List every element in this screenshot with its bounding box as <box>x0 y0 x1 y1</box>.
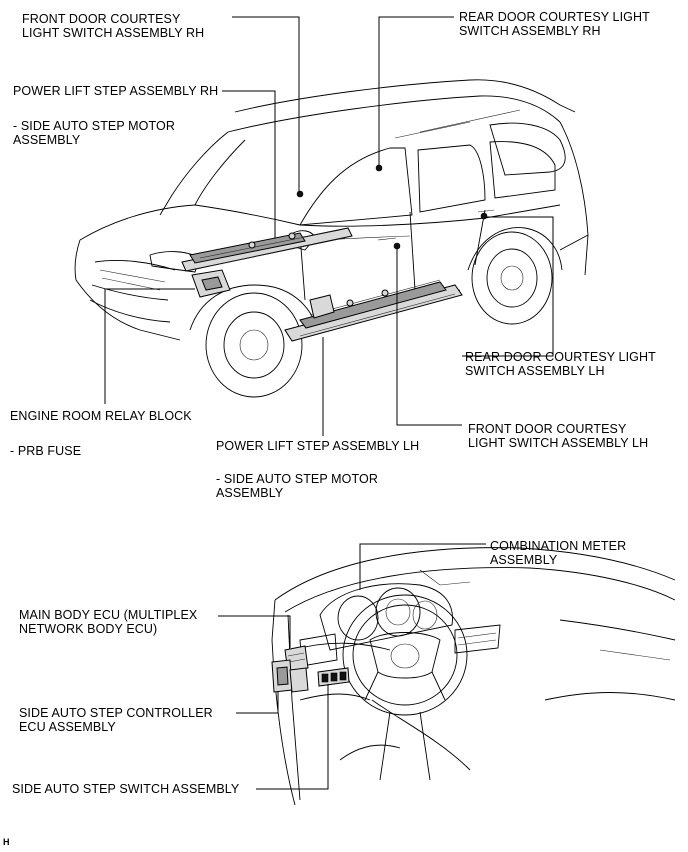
power-lift-step-rh-label: POWER LIFT STEP ASSEMBLY RH <box>13 84 219 98</box>
leader-lines-bottom <box>218 543 486 790</box>
rear-door-courtesy-switch-rh-label: REAR DOOR COURTESY LIGHT SWITCH ASSEMBLY… <box>459 10 650 38</box>
leader-lines-top <box>104 16 554 436</box>
power-lift-step-lh-drawing <box>284 279 463 342</box>
side-auto-step-motor-lh-label: - SIDE AUTO STEP MOTOR ASSEMBLY <box>216 472 378 500</box>
side-auto-step-switch-label: SIDE AUTO STEP SWITCH ASSEMBLY <box>12 782 240 796</box>
power-lift-step-lh-label: POWER LIFT STEP ASSEMBLY LH <box>216 439 420 453</box>
rear-door-lh-switch-mark <box>480 212 488 220</box>
side-auto-step-controller-drawing <box>271 659 309 693</box>
side-auto-step-controller-label: SIDE AUTO STEP CONTROLLER ECU ASSEMBLY <box>19 706 213 734</box>
rear-door-courtesy-switch-lh-label: REAR DOOR COURTESY LIGHT SWITCH ASSEMBLY… <box>465 350 656 378</box>
power-lift-step-rh-drawing <box>181 227 353 272</box>
side-auto-step-switch-drawing <box>317 667 350 687</box>
main-body-ecu-label: MAIN BODY ECU (MULTIPLEX NETWORK BODY EC… <box>19 608 198 636</box>
side-auto-step-motor-rh-label: - SIDE AUTO STEP MOTOR ASSEMBLY <box>13 119 175 147</box>
vehicle-outline <box>74 79 589 398</box>
engine-room-relay-block-label: ENGINE ROOM RELAY BLOCK <box>10 409 192 423</box>
combination-meter-label: COMBINATION METER ASSEMBLY <box>490 539 627 567</box>
prb-fuse-label: - PRB FUSE <box>10 444 82 458</box>
front-door-rh-switch-mark <box>296 190 304 198</box>
front-door-courtesy-switch-rh-label: FRONT DOOR COURTESY LIGHT SWITCH ASSEMBL… <box>22 12 205 40</box>
engine-room-relay-block-drawing <box>191 269 231 298</box>
figure-code: H <box>3 837 10 847</box>
front-door-courtesy-switch-lh-label: FRONT DOOR COURTESY LIGHT SWITCH ASSEMBL… <box>468 422 649 450</box>
